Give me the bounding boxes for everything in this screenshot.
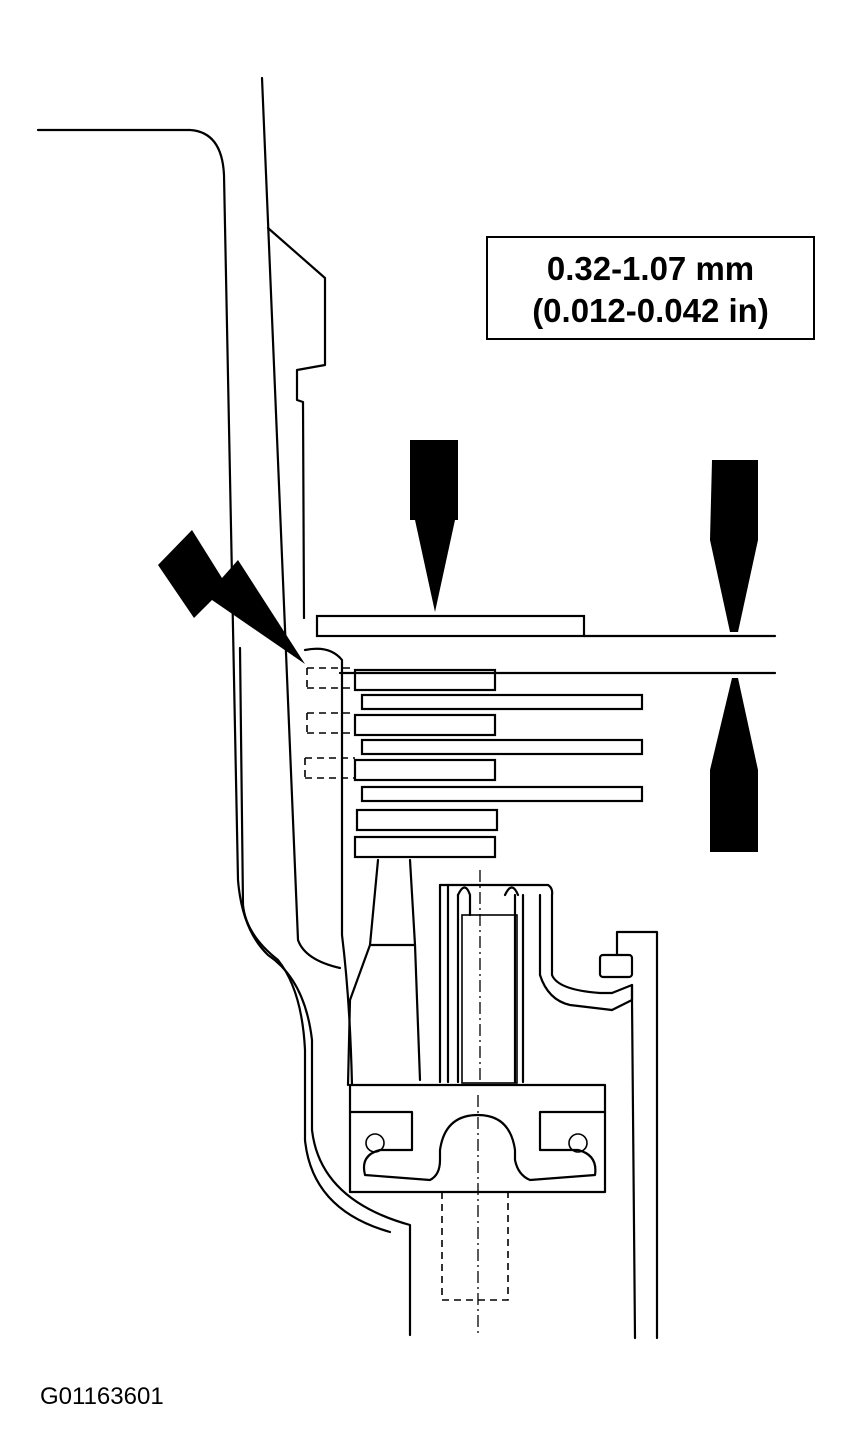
apply-plate: [353, 835, 497, 859]
piston-assembly: [348, 870, 659, 1340]
clearance-top-arrow: [710, 460, 758, 632]
steel-plate-2: [360, 738, 644, 756]
pressure-plate: [315, 614, 586, 638]
clearance-reference-lines: [338, 634, 777, 675]
clearance-bottom-arrow: [710, 678, 758, 852]
clearance-spec-box: 0.32-1.07 mm (0.012-0.042 in): [486, 236, 815, 340]
pressure-plate-down-arrow: [410, 440, 458, 612]
clutch-hub: [303, 647, 422, 1087]
figure-id: G01163601: [40, 1383, 164, 1410]
friction-plate-1: [353, 668, 497, 692]
steel-plate-1: [360, 693, 644, 711]
friction-plate-3: [353, 758, 497, 782]
left-diagonal-arrow: [158, 530, 305, 664]
clutch-plates: [304, 614, 644, 859]
clearance-metric: 0.32-1.07 mm: [546, 250, 755, 287]
indicator-arrows: [158, 440, 758, 852]
friction-plate-2: [353, 713, 497, 737]
steel-plate-3: [360, 785, 644, 803]
clearance-imperial: (0.012-0.042 in): [532, 292, 769, 329]
transmission-housing: [36, 76, 412, 1337]
friction-plate-4: [355, 808, 499, 832]
